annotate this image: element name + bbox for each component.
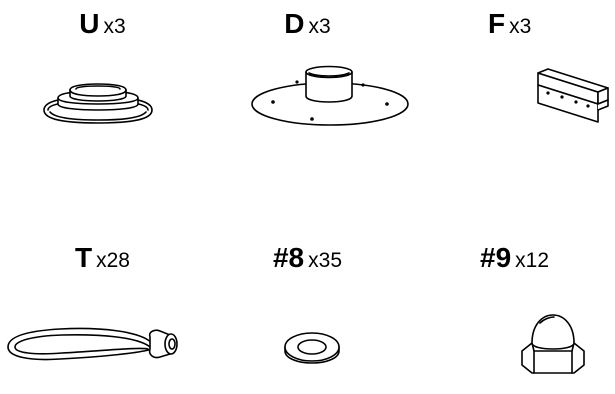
- bungee-loop-icon: [0, 301, 205, 391]
- part-code: T: [75, 242, 92, 273]
- part-quantity: x28: [96, 249, 130, 272]
- part-quantity: x35: [308, 249, 342, 272]
- part-code: #8: [273, 242, 304, 273]
- part-code: U: [79, 8, 99, 39]
- cup-foot-icon: [0, 52, 205, 142]
- part-quantity: x3: [309, 15, 331, 38]
- flange-disc-icon: [205, 52, 410, 142]
- part-quantity: x12: [515, 249, 549, 272]
- part-code: D: [284, 8, 304, 39]
- washer-icon: [205, 301, 410, 391]
- bracket-rail-icon: [410, 52, 615, 142]
- part-quantity: x3: [104, 15, 126, 38]
- part-code: F: [488, 8, 505, 39]
- part-code: #9: [480, 242, 511, 273]
- cap-nut-icon: [410, 301, 615, 391]
- part-quantity: x3: [509, 15, 531, 38]
